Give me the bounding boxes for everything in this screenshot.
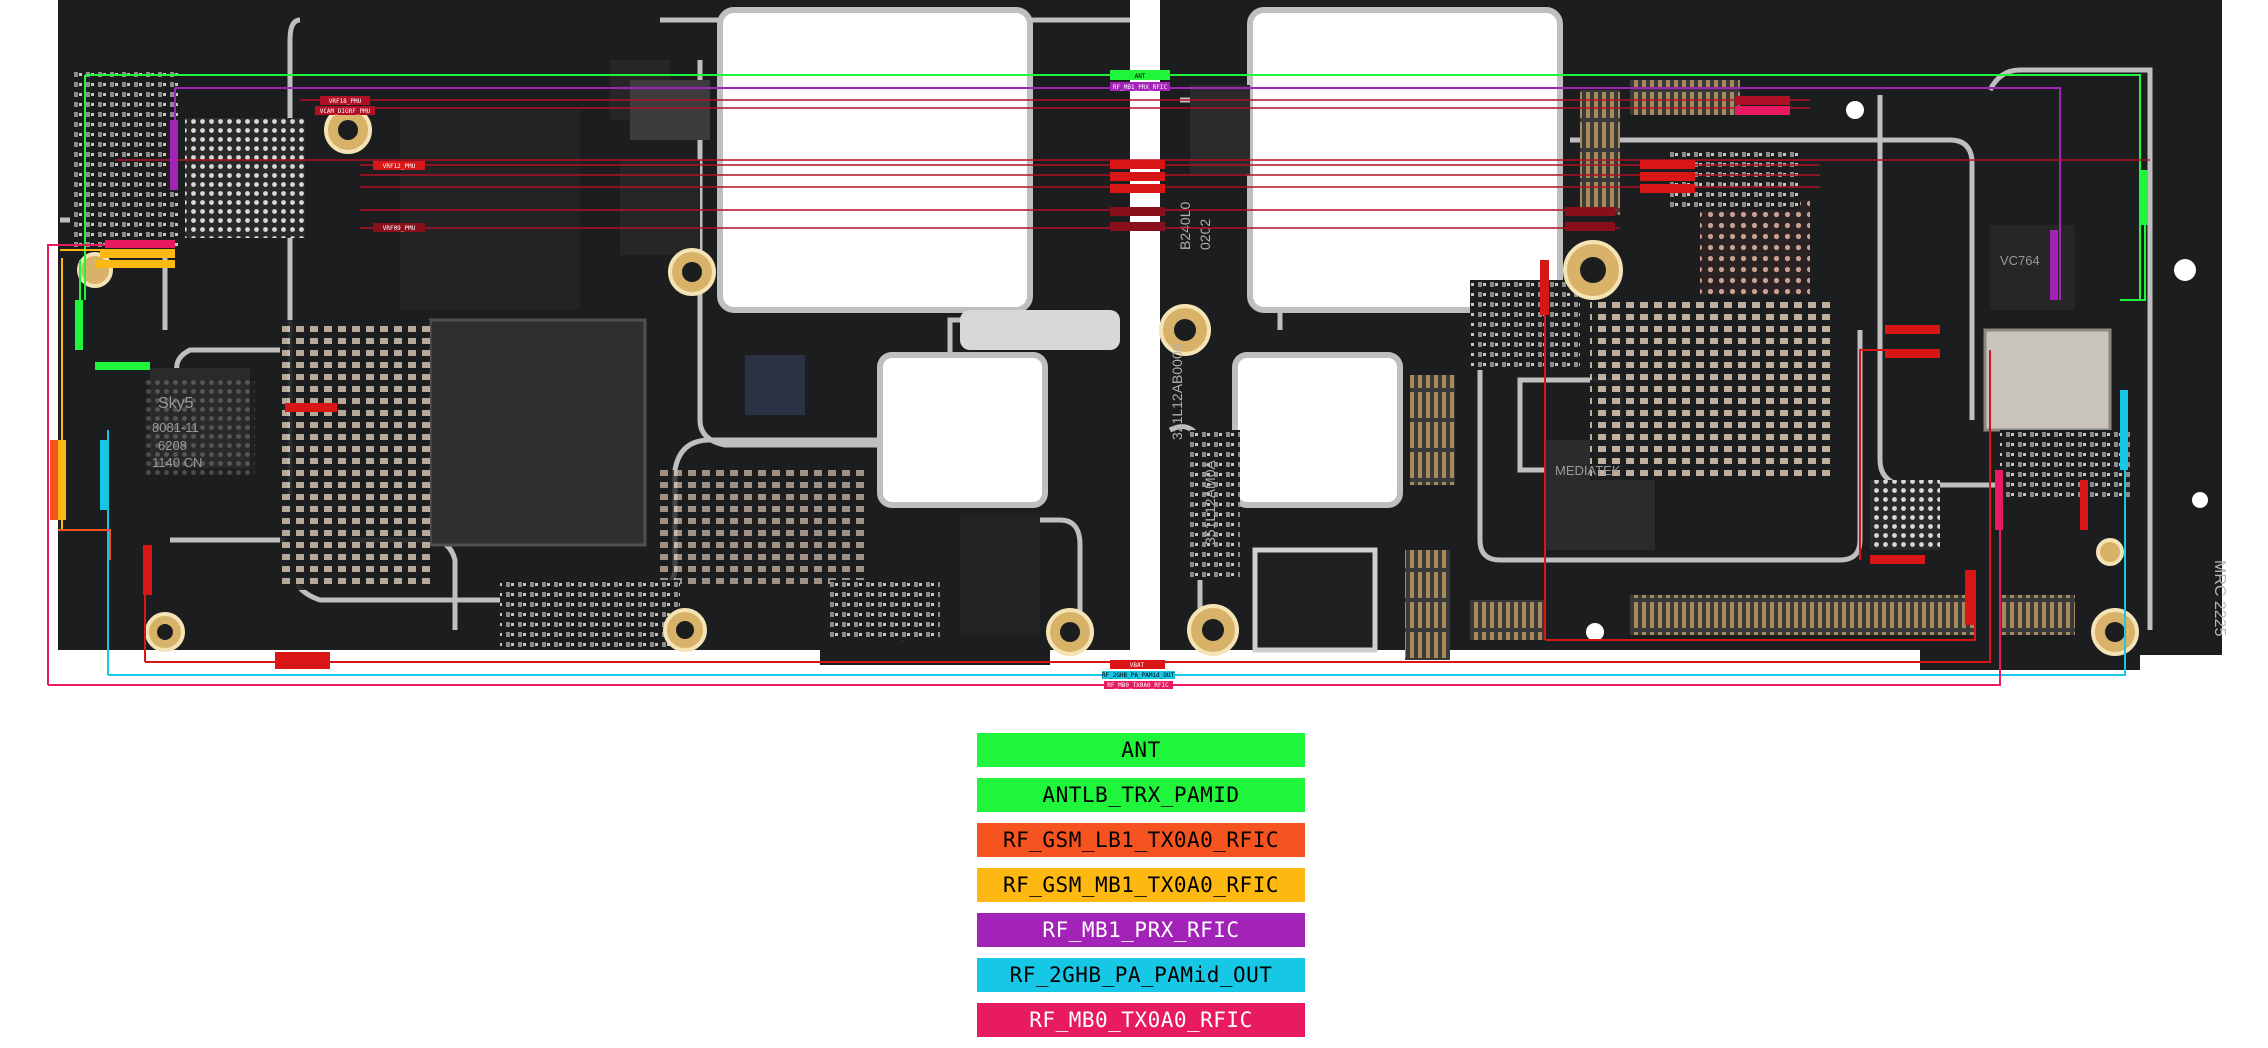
chip-print-line: 8081-11 <box>152 420 199 435</box>
chip-print-line: VC764 <box>2000 253 2040 268</box>
board-silkscreen: 321L12AB0000 <box>1169 343 1185 440</box>
chip-print-line: 6208 <box>158 438 187 453</box>
svg-text:RF_2GHB_PA_PAMid_OUT: RF_2GHB_PA_PAMid_OUT <box>1102 672 1175 679</box>
chip-print-line: Sky5 <box>158 395 194 412</box>
legend-item-rf-mb1-prx: RF_MB1_PRX_RFIC <box>977 913 1305 947</box>
svg-text:VRF18_PMU: VRF18_PMU <box>329 98 362 105</box>
svg-text:VCAM_DIGRF_PMU: VCAM_DIGRF_PMU <box>320 108 371 115</box>
legend-item-rf-mb0-tx0a0: RF_MB0_TX0A0_RFIC <box>977 1003 1305 1037</box>
net-tag: VCAM_DIGRF_PMU <box>315 106 375 115</box>
net-tag: VBAT <box>1110 660 1165 669</box>
chip-print-line: MRC 2225 <box>2211 560 2228 637</box>
net-label-tags: ANT RF_MB1_PRX_RFIC VRF18_PMU VCAM_DIGRF… <box>50 70 2148 689</box>
net-tag: VRF09_PMU <box>373 223 425 232</box>
net-tag: ANT <box>1110 70 1170 80</box>
svg-text:RF_MB0_TX0A0_RFIC: RF_MB0_TX0A0_RFIC <box>1107 682 1169 689</box>
svg-text:ANT: ANT <box>1135 73 1146 80</box>
svg-text:RF_MB1_PRX_RFIC: RF_MB1_PRX_RFIC <box>1113 84 1168 91</box>
board-silkscreen: 351L12AM0A <box>1202 459 1218 545</box>
chip-print-line: 1140 CN <box>152 455 202 470</box>
net-tag: RF_2GHB_PA_PAMid_OUT <box>1102 671 1175 679</box>
board-silkscreen: 0202 <box>1197 219 1213 250</box>
board-silkscreen: B240L0 <box>1177 202 1193 250</box>
pcb-board-diagram: Sky5 8081-11 6208 1140 CN <box>47 0 2228 689</box>
legend-item-rf-2ghb-pa: RF_2GHB_PA_PAMid_OUT <box>977 958 1305 992</box>
net-tag: VRF12_PMU <box>373 161 425 170</box>
net-tag: RF_MB1_PRX_RFIC <box>1110 82 1170 91</box>
svg-text:VRF09_PMU: VRF09_PMU <box>383 225 416 232</box>
net-tag: VRF18_PMU <box>320 96 370 105</box>
legend-item-antlb-trx-pamid: ANTLB_TRX_PAMID <box>977 778 1305 812</box>
chip-print-line: MEDIATEK <box>1555 463 1621 478</box>
legend-item-rf-gsm-mb1: RF_GSM_MB1_TX0A0_RFIC <box>977 868 1305 902</box>
svg-text:VRF12_PMU: VRF12_PMU <box>383 163 416 170</box>
right-board: MEDIATEK MRC 2225 VC764 351L12AM0A 321L1… <box>1159 0 2228 670</box>
net-color-legend: ANT ANTLB_TRX_PAMID RF_GSM_LB1_TX0A0_RFI… <box>977 733 1305 1048</box>
legend-item-ant: ANT <box>977 733 1305 767</box>
net-tag: RF_MB0_TX0A0_RFIC <box>1104 681 1173 689</box>
legend-item-rf-gsm-lb1: RF_GSM_LB1_TX0A0_RFIC <box>977 823 1305 857</box>
svg-text:VBAT: VBAT <box>1130 662 1145 669</box>
